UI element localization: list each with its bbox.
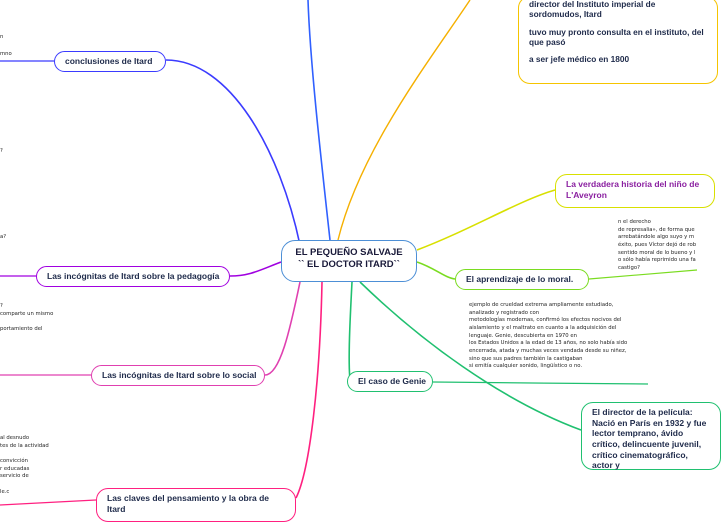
connector-pedagogia: [229, 261, 282, 277]
central-topic-line1: EL PEQUEÑO SALVAJE: [295, 247, 403, 258]
itard-instituto-p2: tuvo muy pronto consulta en el instituto…: [529, 26, 704, 48]
note-left-5: ? comparte un mismo portamiento del: [0, 303, 54, 333]
connector-director: [359, 281, 582, 431]
connector-top: [307, 0, 331, 241]
connector-genie: [348, 281, 353, 381]
branch-pedagogia[interactable]: Las incógnitas de Itard sobre la pedagog…: [36, 266, 230, 287]
connector-conclusiones: [165, 59, 301, 246]
central-topic-line2: `` EL DOCTOR ITARD``: [298, 258, 400, 270]
note-left-3: ?: [0, 148, 3, 154]
connector-aprendizaje: [416, 261, 456, 280]
leader-aprendizaje: [588, 269, 698, 280]
note-left-6: al desnudo tes de la actividad convicció…: [0, 435, 49, 495]
connector-topright: [337, 0, 471, 241]
underline-claves: [0, 499, 97, 506]
note-genie: ejemplo de crueldad extrema ampliamente …: [469, 302, 628, 370]
branch-director[interactable]: El director de la película: Nació en Par…: [581, 402, 721, 470]
note-left-2: mno: [0, 51, 12, 57]
note-left-1: n: [0, 34, 4, 40]
branch-genie[interactable]: El caso de Genie: [347, 371, 433, 392]
itard-instituto-p1: director del Instituto imperial de sordo…: [529, 0, 656, 20]
branch-aprendizaje[interactable]: El aprendizaje de lo moral.: [455, 269, 589, 290]
connector-claves: [295, 281, 323, 499]
note-left-4: a?: [0, 234, 7, 240]
note-aprendizaje: n el derecho de represalia», de forma qu…: [618, 219, 697, 272]
connector-social: [264, 281, 301, 376]
branch-conclusiones[interactable]: conclusiones de Itard: [54, 51, 166, 72]
connector-historia: [416, 189, 556, 251]
itard-instituto-p3: a ser jefe médico en 1800: [529, 54, 630, 65]
central-topic[interactable]: EL PEQUEÑO SALVAJE `` EL DOCTOR ITARD``: [281, 240, 417, 282]
branch-historia[interactable]: La verdadera historia del niño de L'Avey…: [555, 174, 715, 208]
branch-itard-instituto[interactable]: director del Instituto imperial de sordo…: [518, 0, 718, 84]
branch-social[interactable]: Las incógnitas de Itard sobre lo social: [91, 365, 265, 386]
leader-genie: [432, 381, 649, 385]
branch-claves[interactable]: Las claves del pensamiento y la obra de …: [96, 488, 296, 522]
